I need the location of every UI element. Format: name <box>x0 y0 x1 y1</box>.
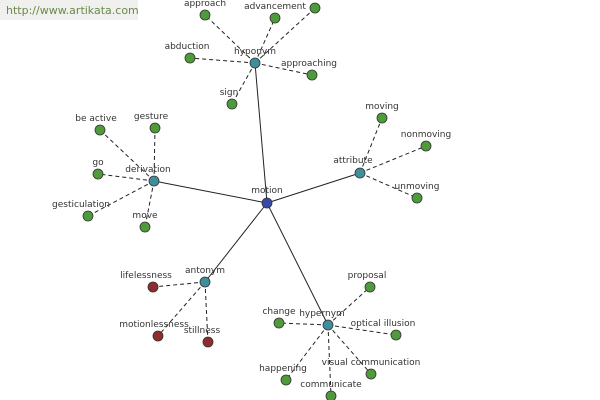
antonym_leaf-stillness-label[interactable]: stillness <box>184 326 221 336</box>
antonym_leaf-motionlessness-node[interactable] <box>152 330 164 342</box>
leaf-approaching-node[interactable] <box>306 69 318 81</box>
leaf-happening-label[interactable]: happening <box>259 364 307 374</box>
relation-hyponym-node[interactable] <box>249 57 261 69</box>
edge-motion-derivation <box>153 180 268 204</box>
antonym_leaf-motionlessness-label[interactable]: motionlessness <box>119 320 189 330</box>
edge-attribute-unmoving <box>359 172 418 199</box>
center-motion-label[interactable]: motion <box>251 186 283 196</box>
relation-derivation-node[interactable] <box>148 175 160 187</box>
edge-hyponym-approach <box>204 14 256 64</box>
edge-hypernym-optical_illusion <box>327 324 397 336</box>
edge-derivation-move <box>144 180 155 228</box>
leaf-move-label[interactable]: move <box>132 211 158 221</box>
edge-hypernym-visual_communication <box>327 324 372 375</box>
edge-hypernym-proposal <box>327 286 371 326</box>
edge-derivation-go <box>97 173 155 182</box>
leaf-gesture-node[interactable] <box>149 122 161 134</box>
edge-antonym-lifelessness <box>152 281 206 288</box>
edge-attribute-moving <box>359 117 383 174</box>
leaf-sign-label[interactable]: sign <box>220 88 239 98</box>
leaf-abduction-label[interactable]: abduction <box>165 42 210 52</box>
leaf-hypo-unlabeled-node[interactable] <box>309 2 321 14</box>
leaf-approaching-label[interactable]: approaching <box>281 59 337 69</box>
center-motion-node[interactable] <box>261 197 273 209</box>
leaf-nonmoving-label[interactable]: nonmoving <box>401 130 451 140</box>
edge-motion-hypernym <box>266 202 329 326</box>
relation-hypernym-label[interactable]: hypernym <box>299 309 345 319</box>
leaf-optical-illusion-label[interactable]: optical illusion <box>351 319 416 329</box>
leaf-be-active-label[interactable]: be active <box>75 114 117 124</box>
leaf-unmoving-node[interactable] <box>411 192 423 204</box>
edges-layer <box>87 7 427 397</box>
relation-antonym-node[interactable] <box>199 276 211 288</box>
leaf-gesticulation-label[interactable]: gesticulation <box>52 200 110 210</box>
edge-motion-hyponym <box>254 62 268 204</box>
leaf-go-label[interactable]: go <box>92 158 104 168</box>
leaf-nonmoving-node[interactable] <box>420 140 432 152</box>
edge-derivation-gesture <box>153 127 156 182</box>
url-banner[interactable]: http://www.artikata.com <box>0 0 139 20</box>
edge-hyponym-sign <box>231 62 256 105</box>
leaf-approach-label[interactable]: approach <box>184 0 226 9</box>
edge-hyponym-approaching <box>254 62 313 76</box>
antonym_leaf-lifelessness-node[interactable] <box>147 281 159 293</box>
leaf-communicate-node[interactable] <box>325 390 337 400</box>
edge-hypernym-communicate <box>327 324 332 397</box>
leaf-happening-node[interactable] <box>280 374 292 386</box>
relation-antonym-label[interactable]: antonym <box>185 266 225 276</box>
nodes-layer <box>82 2 432 400</box>
edge-antonym-motionlessness <box>157 281 206 337</box>
leaf-move-node[interactable] <box>139 221 151 233</box>
relation-attribute-label[interactable]: attribute <box>333 156 373 166</box>
leaf-advancement-label[interactable]: advancement <box>244 2 306 12</box>
edge-motion-antonym <box>204 202 268 283</box>
leaf-advancement-node[interactable] <box>269 12 281 24</box>
leaf-unmoving-label[interactable]: unmoving <box>395 182 440 192</box>
labels-layer: motion hyponym attribute derivation antonym h… <box>52 0 451 390</box>
edge-hyponym-advancement <box>254 17 276 64</box>
leaf-gesture-label[interactable]: gesture <box>134 112 169 122</box>
leaf-proposal-node[interactable] <box>364 281 376 293</box>
relation-derivation-label[interactable]: derivation <box>125 165 171 175</box>
leaf-change-label[interactable]: change <box>262 307 296 317</box>
leaf-change-node[interactable] <box>273 317 285 329</box>
leaf-be-active-node[interactable] <box>94 124 106 136</box>
edge-hypernym-happening <box>285 324 329 381</box>
edge-derivation-be_active <box>99 129 155 182</box>
url-link[interactable]: http://www.artikata.com <box>6 4 139 17</box>
edge-attribute-nonmoving <box>359 145 427 174</box>
leaf-sign-node[interactable] <box>226 98 238 110</box>
leaf-proposal-label[interactable]: proposal <box>348 271 387 281</box>
antonym_leaf-lifelessness-label[interactable]: lifelessness <box>120 271 172 281</box>
relation-attribute-node[interactable] <box>354 167 366 179</box>
antonym_leaf-stillness-node[interactable] <box>202 336 214 348</box>
relation-hyponym-label[interactable]: hyponym <box>234 47 276 57</box>
leaf-visual-communication-node[interactable] <box>365 368 377 380</box>
edge-hyponym-abduction <box>189 57 256 64</box>
leaf-approach-node[interactable] <box>199 9 211 21</box>
edge-motion-attribute <box>266 172 361 204</box>
leaf-moving-label[interactable]: moving <box>365 102 399 112</box>
leaf-optical-illusion-node[interactable] <box>390 329 402 341</box>
leaf-moving-node[interactable] <box>376 112 388 124</box>
leaf-gesticulation-node[interactable] <box>82 210 94 222</box>
leaf-abduction-node[interactable] <box>184 52 196 64</box>
edge-hypernym-change <box>278 322 329 326</box>
leaf-go-node[interactable] <box>92 168 104 180</box>
edge-antonym-stillness <box>204 281 209 343</box>
leaf-visual-communication-label[interactable]: visual communication <box>322 358 421 368</box>
leaf-communicate-label[interactable]: communicate <box>300 380 362 390</box>
edge-derivation-gesticulation <box>87 180 155 217</box>
relation-hypernym-node[interactable] <box>322 319 334 331</box>
